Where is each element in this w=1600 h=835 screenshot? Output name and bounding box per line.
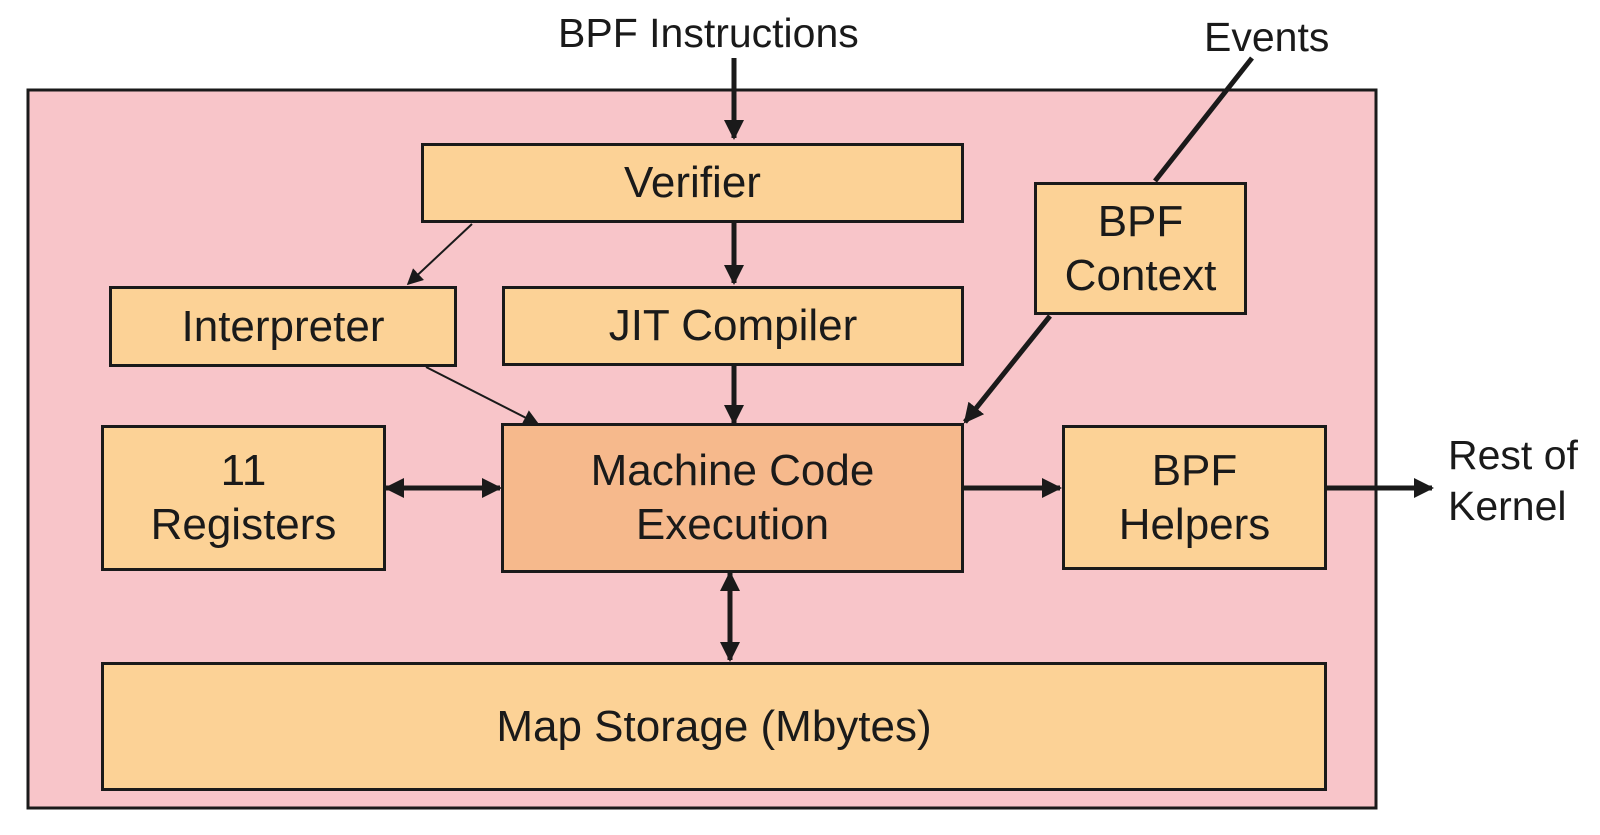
registers-line1: 11 (220, 446, 267, 496)
arrow-interpreter-to-execution (425, 366, 540, 425)
map-storage-label: Map Storage (Mbytes) (496, 701, 932, 751)
label-rest-of-kernel: Rest of Kernel (1448, 430, 1578, 533)
interpreter-block: Interpreter (109, 286, 457, 367)
bpf-context-line1: BPF (1097, 196, 1184, 246)
map-storage-block: Map Storage (Mbytes) (101, 662, 1327, 791)
machine-code-line1: Machine Code (590, 446, 875, 496)
registers-block: 11 Registers (101, 425, 386, 571)
label-bpf-instructions: BPF Instructions (558, 10, 859, 56)
label-events: Events (1204, 14, 1330, 60)
bpf-helpers-block: BPF Helpers (1062, 425, 1327, 570)
verifier-block: Verifier (421, 143, 964, 223)
line-events-to-context (1153, 56, 1254, 183)
arrow-context-to-execution (963, 314, 1052, 424)
bpf-helpers-line1: BPF (1151, 445, 1238, 495)
jit-compiler-label: JIT Compiler (608, 301, 858, 351)
registers-line2: Registers (150, 500, 337, 549)
bpf-helpers-line2: Helpers (1118, 499, 1271, 549)
machine-code-line2: Execution (635, 500, 830, 549)
jit-compiler-block: JIT Compiler (502, 286, 964, 366)
interpreter-label: Interpreter (181, 301, 385, 351)
machine-code-execution-block: Machine Code Execution (501, 423, 964, 573)
rest-of-kernel-line1: Rest of (1448, 432, 1578, 478)
rest-of-kernel-line2: Kernel (1448, 483, 1567, 530)
arrow-verifier-to-interpreter (406, 223, 473, 286)
verifier-label: Verifier (624, 158, 761, 208)
bpf-context-line2: Context (1064, 250, 1217, 300)
bpf-context-block: BPF Context (1034, 182, 1247, 315)
